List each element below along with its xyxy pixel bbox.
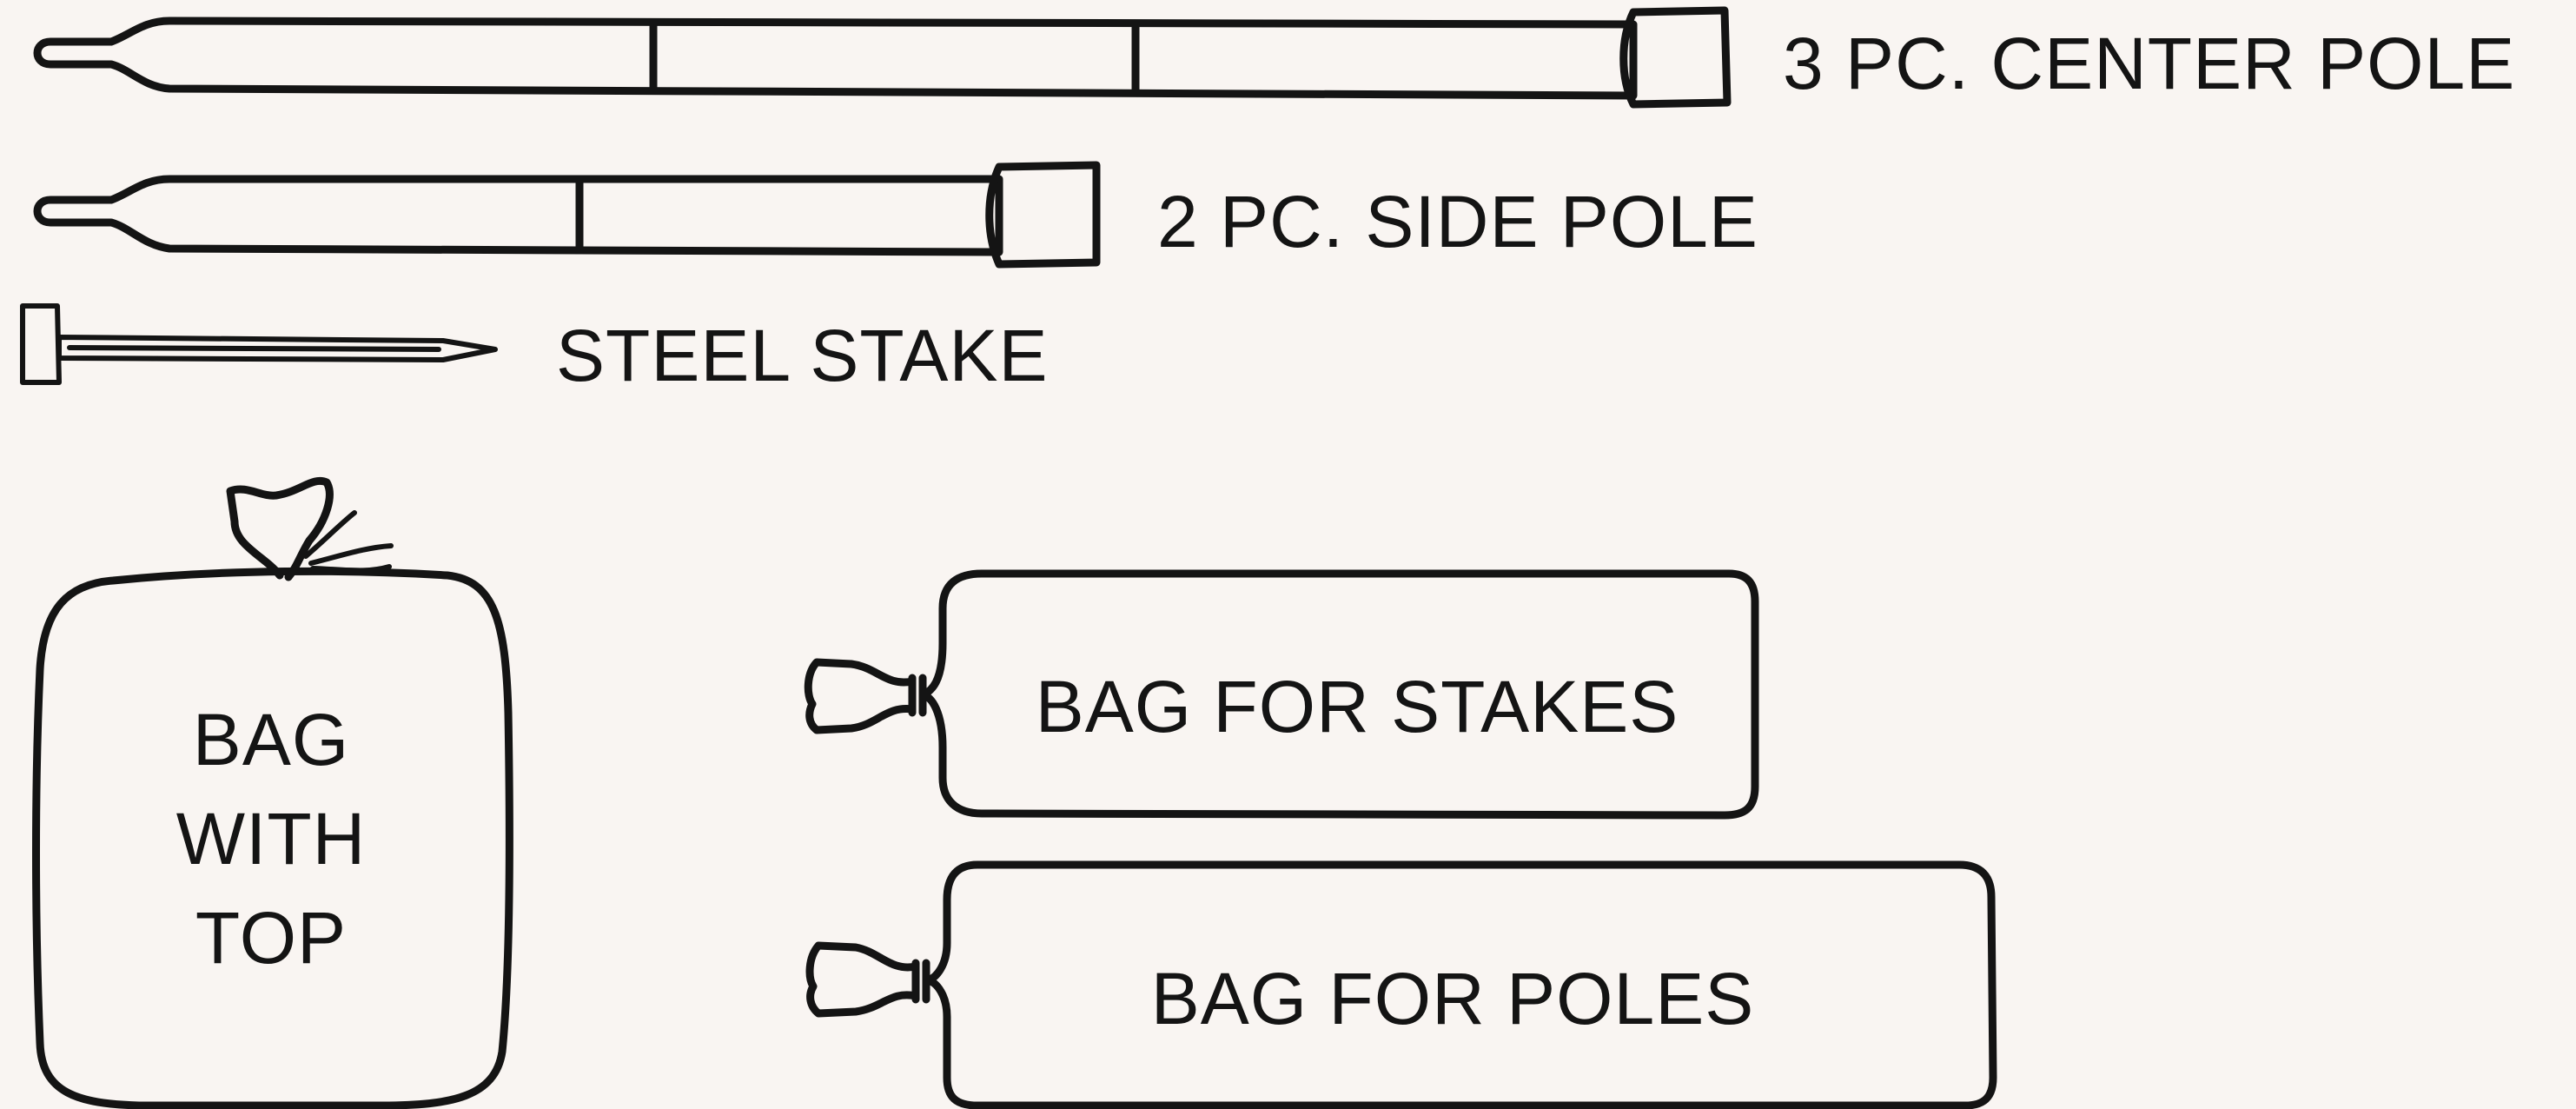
bag-for-stakes-label: BAG FOR STAKES xyxy=(1036,666,1679,747)
steel-stake-label: STEEL STAKE xyxy=(556,315,1049,396)
center-pole-outline xyxy=(37,21,1633,96)
bag-with-top-line3: TOP xyxy=(195,897,347,979)
side-pole-cap xyxy=(990,165,1096,264)
side-pole xyxy=(37,165,1096,264)
steel-stake xyxy=(23,306,495,382)
side-pole-label: 2 PC. SIDE POLE xyxy=(1157,181,1758,262)
bag-with-top xyxy=(36,481,510,1106)
center-pole-cap xyxy=(1624,10,1727,104)
center-pole-label: 3 PC. CENTER POLE xyxy=(1783,23,2515,104)
center-pole xyxy=(37,10,1727,104)
side-pole-outline xyxy=(37,179,999,252)
bag-for-stakes-tie xyxy=(808,662,912,730)
bag-for-poles-tie xyxy=(810,946,916,1013)
bag-for-poles-label: BAG FOR POLES xyxy=(1151,958,1755,1039)
stake-shaft-inner xyxy=(70,348,439,349)
stake-head xyxy=(23,306,59,382)
bag-with-top-line1: BAG xyxy=(193,699,349,780)
bag-with-top-line2: WITH xyxy=(176,798,367,880)
